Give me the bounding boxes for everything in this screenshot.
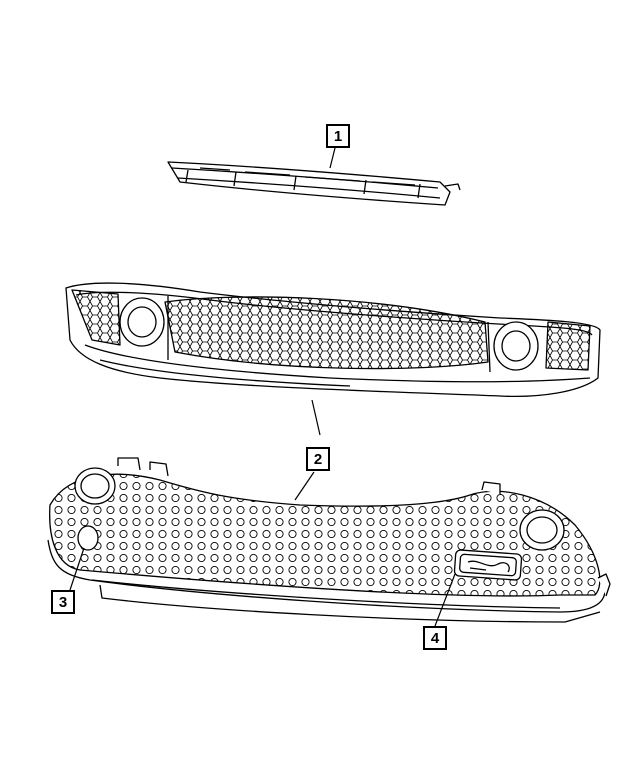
lower-fascia-cover: [47, 457, 611, 623]
part-2-lower-grille: [65, 282, 601, 397]
part-1-upper-grille-bar: [167, 161, 461, 206]
callout-3: 3: [51, 590, 75, 614]
emblem-badge: [453, 549, 523, 581]
callout-2: 2: [306, 447, 330, 471]
callout-1: 1: [326, 124, 350, 148]
leader-lines: [69, 147, 456, 627]
callout-4: 4: [423, 626, 447, 650]
tow-hook-cover: [77, 525, 99, 551]
